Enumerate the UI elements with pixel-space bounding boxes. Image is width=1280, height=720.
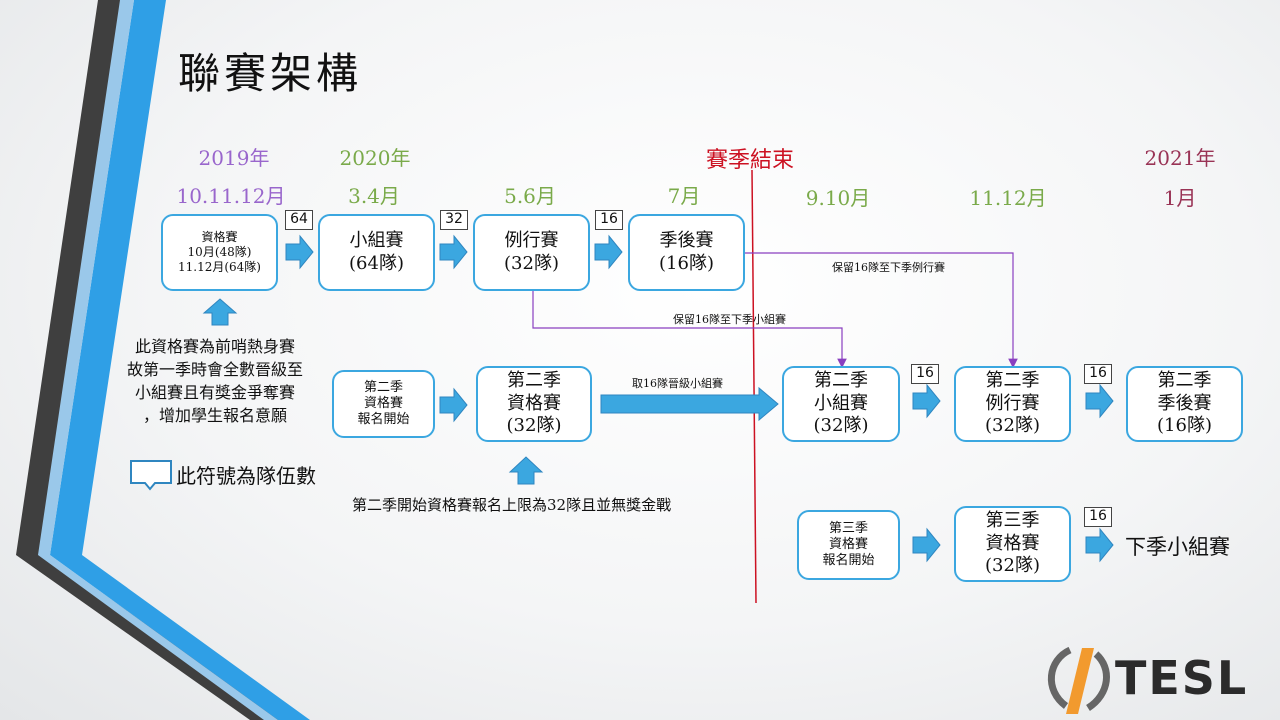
box-line: (32隊) <box>506 415 562 437</box>
box-line: 報名開始 <box>357 412 410 428</box>
arrow-right-long-icon <box>600 386 779 422</box>
s2-playoff-box: 第二季 季後賽 (16隊) <box>1126 366 1243 442</box>
arrow-up-icon <box>508 456 544 485</box>
box-line: 資格賽 <box>507 392 561 414</box>
team-count-badge: 32 <box>440 210 468 230</box>
team-count-badge: 16 <box>1084 364 1112 384</box>
paragraph-line: ，增加學生報名意願 <box>142 406 287 425</box>
team-count-badge: 64 <box>285 210 313 230</box>
arrow-right-icon <box>439 234 468 270</box>
arrow-right-icon <box>285 234 314 270</box>
box-line: (32隊) <box>504 252 559 274</box>
month-label: 7月 <box>667 184 701 208</box>
s3-registration-open-box: 第三季 資格賽 報名開始 <box>797 510 900 580</box>
box-line: 季後賽 <box>659 230 714 251</box>
box-line: 資格賽 <box>985 532 1040 554</box>
note-keep16-s2-regular: 保留16隊至下季例行賽 <box>832 261 945 274</box>
next-group-stage-label: 下季小組賽 <box>1125 535 1230 559</box>
arrow-right-icon <box>439 387 468 423</box>
box-line: (32隊) <box>813 415 869 437</box>
paragraph-line: 此資格賽為前哨熱身賽 <box>134 337 295 356</box>
box-line: 例行賽 <box>985 392 1040 414</box>
box-line: 第三季 <box>985 510 1040 532</box>
arrow-right-icon <box>912 527 941 563</box>
month-label: 1月 <box>1163 186 1197 210</box>
team-count-badge: 16 <box>595 210 623 230</box>
arrow-right-icon <box>594 234 623 270</box>
page-title: 聯賽架構 <box>178 49 363 98</box>
box-line: 第二季 <box>814 370 868 392</box>
arrow-right-icon <box>1085 527 1114 563</box>
box-line: (16隊) <box>1157 415 1212 437</box>
month-label: 3.4月 <box>348 184 400 208</box>
box-line: 第二季 <box>1157 370 1212 392</box>
season-end-label: 賽季結束 <box>705 148 795 173</box>
month-label: 11.12月 <box>969 186 1047 210</box>
box-line: (32隊) <box>985 415 1040 437</box>
box-line: 資格賽 <box>828 536 868 552</box>
s2-registration-note: 第二季開始資格賽報名上限為32隊且並無獎金戰 <box>352 496 672 514</box>
box-line: 資格賽 <box>201 230 238 244</box>
box-line: 第三季 <box>828 520 868 536</box>
team-count-badge: 16 <box>1084 507 1112 527</box>
connector-keep16-to-s2-group <box>532 291 847 369</box>
box-line: 第二季 <box>507 370 561 392</box>
box-line: 10月(48隊) <box>187 245 252 259</box>
paragraph-line: 小組賽且有獎金爭奪賽 <box>134 383 295 402</box>
playoff-box: 季後賽 (16隊) <box>628 214 745 291</box>
season-end-line <box>751 169 757 604</box>
note-take16: 取16隊晉級小組賽 <box>632 377 723 390</box>
box-line: 第二季 <box>985 370 1040 392</box>
box-line: 季後賽 <box>1157 392 1212 414</box>
month-label: 9.10月 <box>805 186 871 210</box>
box-line: 第二季 <box>363 379 403 395</box>
box-line: (16隊) <box>659 252 714 274</box>
year-2019: 2019年 <box>198 146 270 170</box>
arrow-right-icon <box>912 383 941 419</box>
box-line: 例行賽 <box>504 230 559 251</box>
s2-registration-open-box: 第二季 資格賽 報名開始 <box>332 370 435 438</box>
qualifier-explanation: 此資格賽為前哨熱身賽 故第一季時會全數晉級至 小組賽且有獎金爭奪賽 ，增加學生報… <box>105 335 325 427</box>
team-count-badge: 16 <box>911 364 939 384</box>
paragraph-line: 故第一季時會全數晉級至 <box>126 360 303 379</box>
legend-label: 此符號為隊伍數 <box>176 464 316 488</box>
note-keep16-s2-group: 保留16隊至下季小組賽 <box>673 313 786 326</box>
arrow-right-icon <box>1085 383 1114 419</box>
tesl-logo-icon <box>1048 646 1110 714</box>
qualifier-box: 資格賽 10月(48隊) 11.12月(64隊) <box>161 214 278 291</box>
arrow-up-icon <box>202 298 238 326</box>
year-2020: 2020年 <box>339 146 411 170</box>
team-count-symbol-icon <box>130 460 172 491</box>
box-line: (32隊) <box>985 555 1040 577</box>
s2-group-stage-box: 第二季 小組賽 (32隊) <box>782 366 900 442</box>
box-line: 11.12月(64隊) <box>178 260 261 274</box>
box-line: 小組賽 <box>349 230 404 251</box>
s3-qualifier-box: 第三季 資格賽 (32隊) <box>954 506 1071 582</box>
year-2021: 2021年 <box>1144 146 1216 170</box>
group-stage-box: 小組賽 (64隊) <box>318 214 435 291</box>
left-stripe-decoration <box>16 0 310 720</box>
s2-regular-season-box: 第二季 例行賽 (32隊) <box>954 366 1071 442</box>
box-line: 資格賽 <box>363 395 403 411</box>
regular-season-box: 例行賽 (32隊) <box>473 214 590 291</box>
s2-qualifier-box: 第二季 資格賽 (32隊) <box>476 366 592 442</box>
connector-keep16-to-s2-regular <box>745 252 1018 369</box>
logo-text: TESL <box>1115 651 1249 705</box>
box-line: 小組賽 <box>814 392 868 414</box>
month-label: 10.11.12月 <box>176 184 286 208</box>
box-line: (64隊) <box>349 252 404 274</box>
box-line: 報名開始 <box>822 553 875 569</box>
month-label: 5.6月 <box>504 184 556 208</box>
